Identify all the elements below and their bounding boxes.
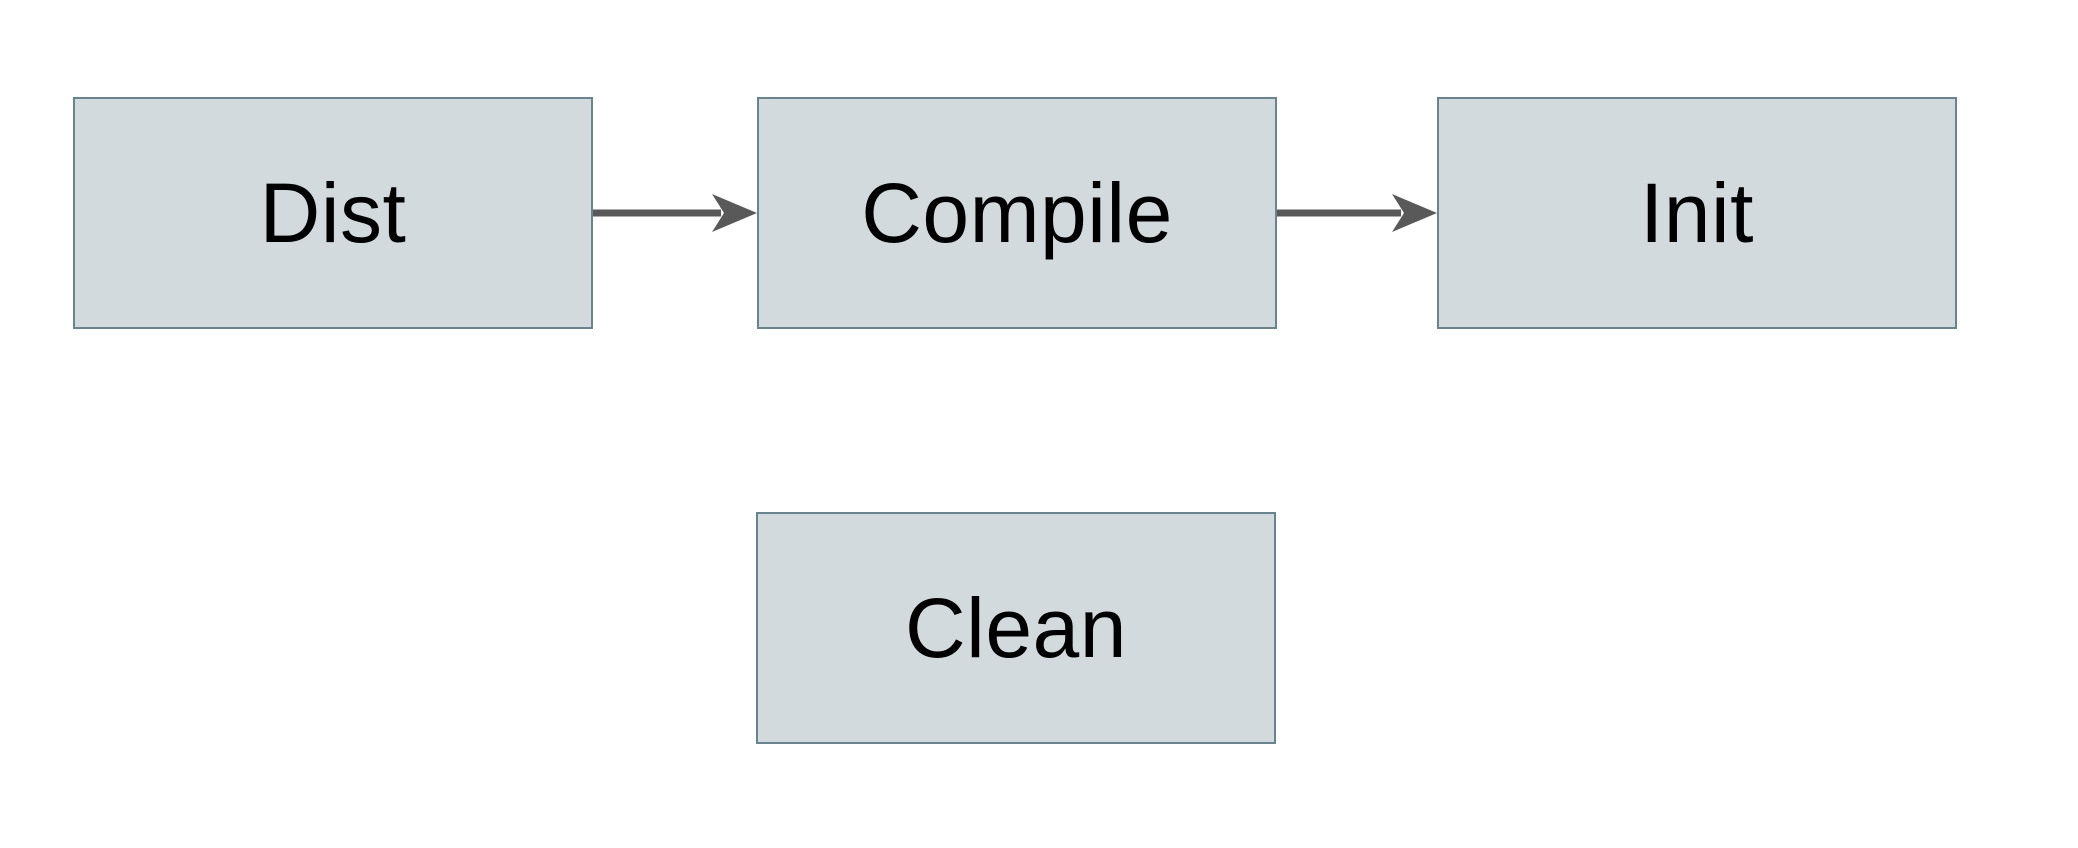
node-init-label: Init — [1639, 166, 1755, 260]
node-init: Init — [1437, 97, 1957, 329]
node-clean: Clean — [756, 512, 1276, 744]
node-compile: Compile — [757, 97, 1277, 329]
node-dist-label: Dist — [259, 166, 407, 260]
arrow-compile-to-init — [1277, 194, 1437, 232]
node-clean-label: Clean — [905, 581, 1127, 675]
arrow-dist-to-compile — [593, 194, 757, 232]
arrowhead-icon — [712, 194, 757, 232]
arrowhead-icon — [1392, 194, 1437, 232]
node-compile-label: Compile — [861, 166, 1173, 260]
node-dist: Dist — [73, 97, 593, 329]
